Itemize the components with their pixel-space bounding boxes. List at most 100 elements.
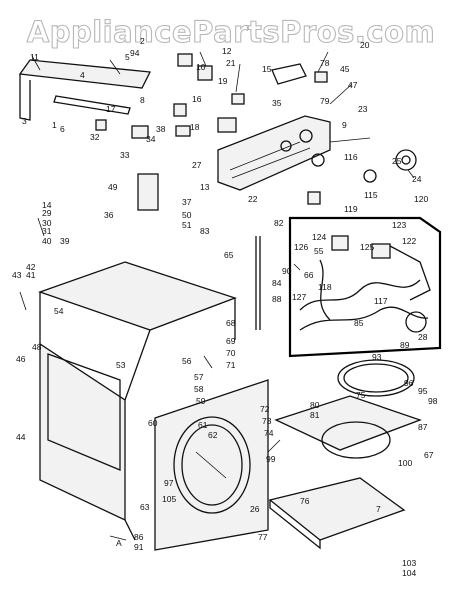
front-panel xyxy=(154,379,269,551)
part-label-26: 26 xyxy=(250,504,260,514)
part-label-82: 82 xyxy=(274,218,284,228)
part-label-124: 124 xyxy=(312,232,326,242)
part-label-51: 51 xyxy=(182,220,192,230)
part-label-93: 93 xyxy=(372,352,382,362)
part-label-72: 72 xyxy=(260,404,270,414)
part-label-31: 31 xyxy=(42,226,52,236)
part-label-22: 22 xyxy=(248,194,258,204)
part-label-48: 48 xyxy=(32,342,42,352)
part-label-85: 85 xyxy=(354,318,364,328)
part-label-55: 55 xyxy=(314,246,324,256)
part-label-89: 89 xyxy=(400,340,410,350)
part-label-13: 13 xyxy=(200,182,210,192)
part-label-70: 70 xyxy=(226,348,236,358)
part-label-117: 117 xyxy=(374,296,388,306)
part-label-74: 74 xyxy=(264,428,274,438)
part-label-6: 6 xyxy=(60,124,65,134)
part-label-81: 81 xyxy=(310,410,320,420)
wiring-harness-inset xyxy=(288,216,442,358)
part-label-16: 16 xyxy=(192,94,202,104)
part-label-97: 97 xyxy=(164,478,174,488)
part-label-53: 53 xyxy=(116,360,126,370)
part-label-50: 50 xyxy=(182,210,192,220)
part-label-38: 38 xyxy=(156,124,166,134)
part-label-59: 59 xyxy=(196,396,206,406)
part-label-58: 58 xyxy=(194,384,204,394)
part-label-36: 36 xyxy=(104,210,114,220)
part-label-69: 69 xyxy=(226,336,236,346)
part-label-39: 39 xyxy=(60,236,70,246)
part-label-123: 123 xyxy=(392,220,406,230)
part-label-A: A xyxy=(116,538,122,548)
part-label-20: 20 xyxy=(360,40,370,50)
part-label-88: 88 xyxy=(272,294,282,304)
part-label-33: 33 xyxy=(120,150,130,160)
part-label-100: 100 xyxy=(398,458,412,468)
part-label-87: 87 xyxy=(418,422,428,432)
part-label-86: 86 xyxy=(134,532,144,542)
part-label-119: 119 xyxy=(344,204,358,214)
part-label-12: 12 xyxy=(222,46,232,56)
part-label-77: 77 xyxy=(258,532,268,542)
part-label-83: 83 xyxy=(200,226,210,236)
part-label-15: 15 xyxy=(262,64,272,74)
gasket-and-plates xyxy=(268,359,422,550)
part-label-126: 126 xyxy=(294,242,308,252)
part-label-73: 73 xyxy=(262,416,272,426)
part-label-2: 2 xyxy=(140,36,145,46)
part-label-10: 10 xyxy=(196,62,206,72)
part-label-46: 46 xyxy=(16,354,26,364)
part-label-116: 116 xyxy=(344,152,358,162)
part-label-122: 122 xyxy=(402,236,416,246)
part-label-17: 17 xyxy=(106,104,116,114)
part-label-47: 47 xyxy=(348,80,358,90)
part-label-60: 60 xyxy=(148,418,158,428)
part-label-56: 56 xyxy=(182,356,192,366)
part-label-54: 54 xyxy=(54,306,64,316)
part-label-94: 94 xyxy=(130,48,140,58)
part-label-63: 63 xyxy=(140,502,150,512)
part-label-80: 80 xyxy=(310,400,320,410)
part-label-9: 9 xyxy=(342,120,347,130)
part-label-98: 98 xyxy=(428,396,438,406)
part-label-65: 65 xyxy=(224,250,234,260)
control-components xyxy=(95,53,417,211)
leader-lines xyxy=(19,51,415,541)
part-label-62: 62 xyxy=(208,430,218,440)
part-label-34: 34 xyxy=(146,134,156,144)
part-label-42: 42 xyxy=(26,262,36,272)
part-label-44: 44 xyxy=(16,432,26,442)
part-label-45: 45 xyxy=(340,64,350,74)
part-label-24: 24 xyxy=(412,174,422,184)
part-label-14: 14 xyxy=(42,200,52,210)
console-panel xyxy=(18,59,331,191)
part-label-75: 75 xyxy=(356,390,366,400)
part-label-35: 35 xyxy=(272,98,282,108)
part-label-99: 99 xyxy=(266,454,276,464)
part-label-78: 78 xyxy=(320,58,330,68)
part-number-labels: 1 2 3 4 5 6 7 8 9 10 11 12 13 14 15 16 1… xyxy=(12,36,438,578)
part-label-127: 127 xyxy=(292,292,306,302)
part-label-21: 21 xyxy=(226,58,236,68)
part-label-71: 71 xyxy=(226,360,236,370)
part-label-1: 1 xyxy=(52,120,57,130)
part-label-95: 95 xyxy=(418,386,428,396)
part-label-105: 105 xyxy=(162,494,176,504)
part-label-118: 118 xyxy=(318,282,332,292)
part-label-49: 49 xyxy=(108,182,118,192)
part-label-43: 43 xyxy=(12,270,22,280)
part-label-32: 32 xyxy=(90,132,100,142)
part-label-25: 25 xyxy=(392,156,402,166)
part-label-67: 67 xyxy=(424,450,434,460)
part-label-30: 30 xyxy=(42,218,52,228)
vertical-rod xyxy=(255,236,261,330)
washer-cabinet xyxy=(38,261,237,541)
part-label-41: 41 xyxy=(26,270,36,280)
part-label-37: 37 xyxy=(182,197,192,207)
part-label-11: 11 xyxy=(30,52,39,62)
part-label-104: 104 xyxy=(402,568,416,578)
part-label-3: 3 xyxy=(22,116,27,126)
part-label-28: 28 xyxy=(418,332,428,342)
part-label-115: 115 xyxy=(364,190,378,200)
